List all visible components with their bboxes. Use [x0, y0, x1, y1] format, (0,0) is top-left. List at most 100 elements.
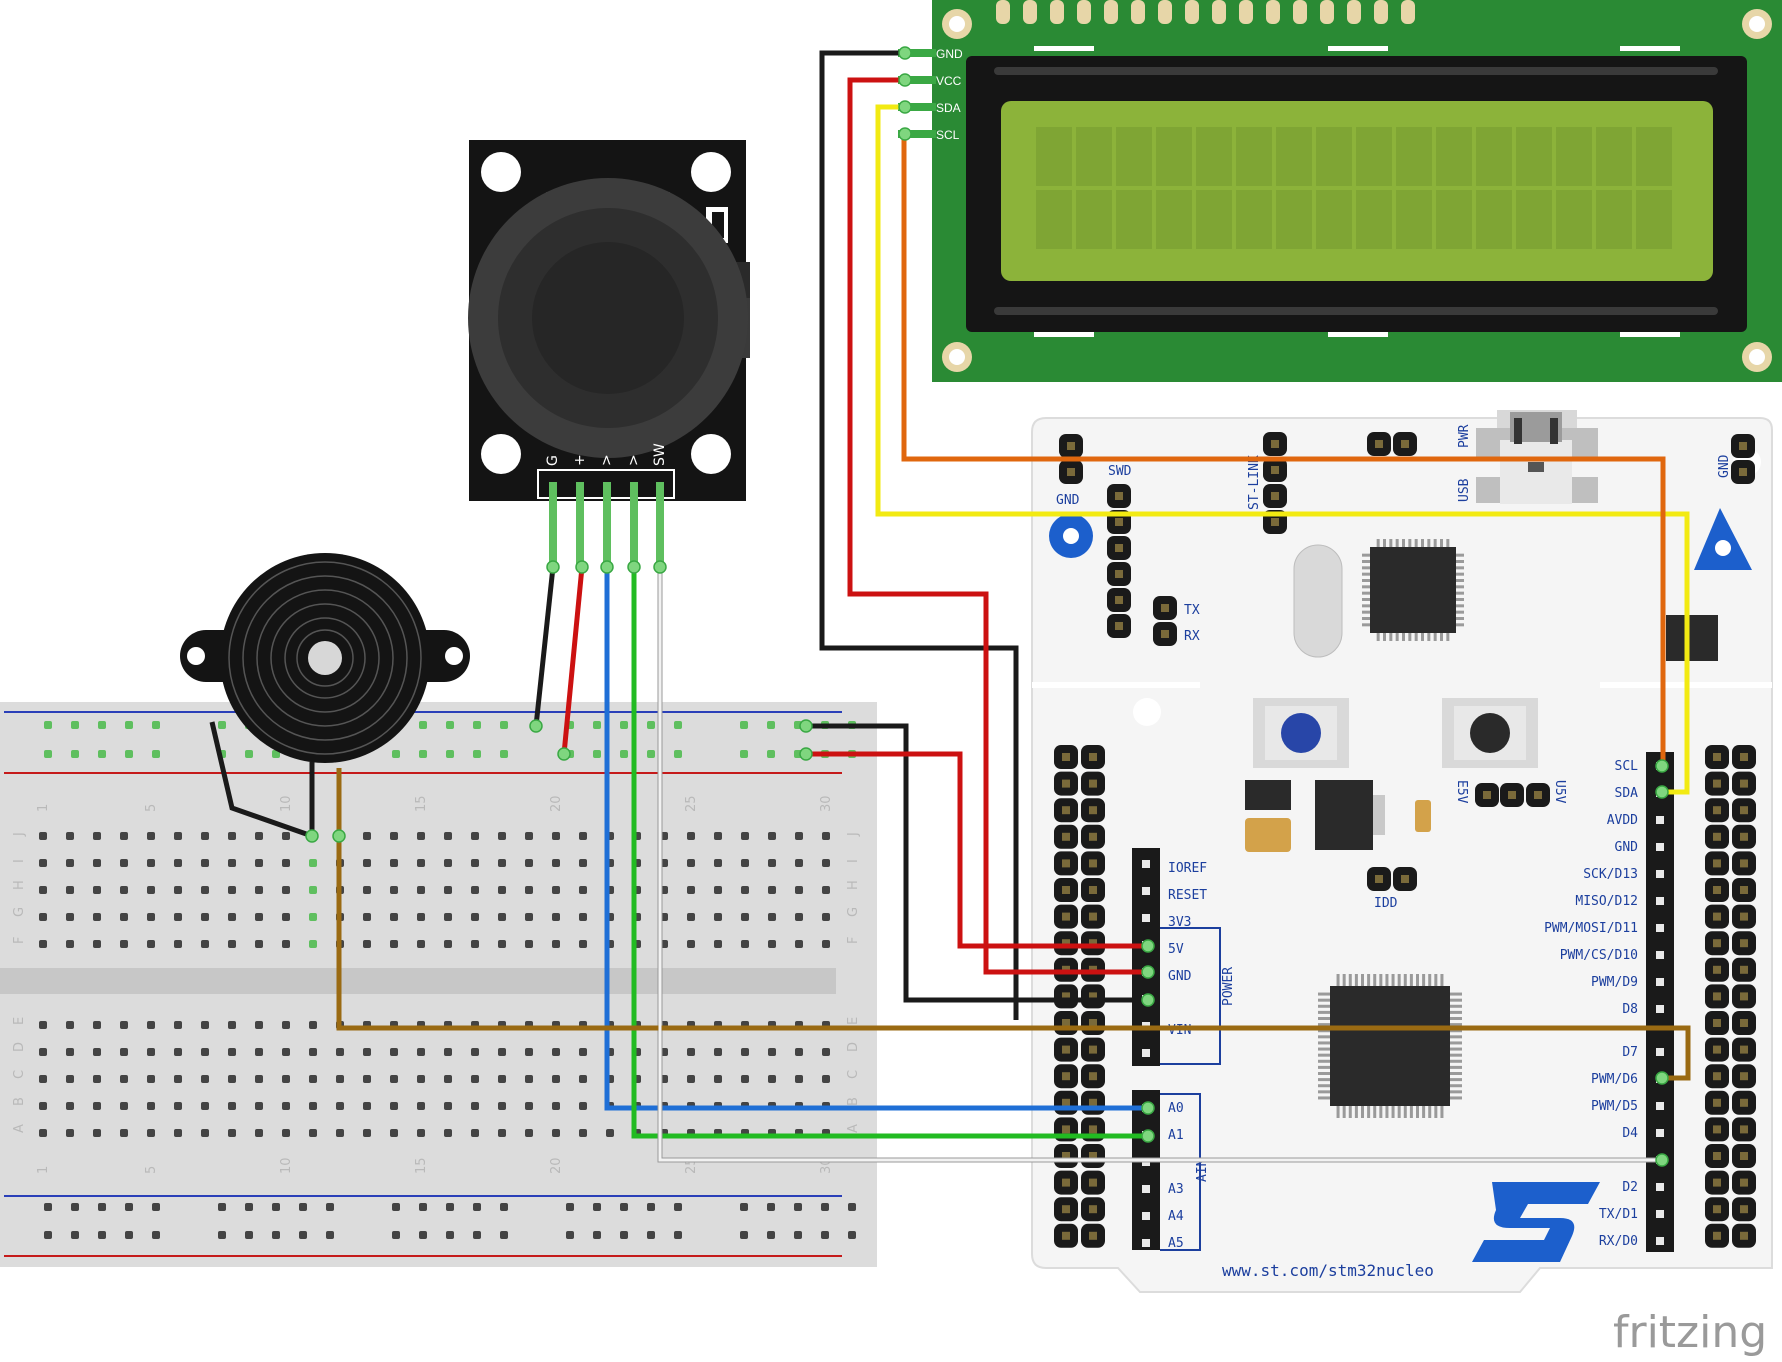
mbed-logo: [1049, 514, 1093, 558]
wire-joy-gnd: [533, 566, 556, 727]
breadboard-hole: [201, 886, 209, 894]
lcd-cell: [1076, 127, 1112, 186]
breadboard-hole: [201, 832, 209, 840]
breadboard-hole: [39, 886, 47, 894]
breadboard-hole: [687, 1075, 695, 1083]
breadboard-hole: [647, 721, 655, 729]
breadboard-hole: [471, 886, 479, 894]
mcu-chip: [1318, 974, 1462, 1118]
fritzing-brand: fritzing: [1613, 1307, 1767, 1358]
breadboard-hole: [471, 1102, 479, 1110]
breadboard-hole: [120, 1048, 128, 1056]
power-group-label: POWER: [1221, 967, 1236, 1006]
breadboard-hole: [272, 1231, 280, 1239]
breadboard-hole: [647, 750, 655, 758]
wires: [209, 50, 1691, 1163]
breadboard-hole: [498, 913, 506, 921]
row-letter: A: [846, 1124, 861, 1133]
digital-pin-label: SCL: [1615, 759, 1639, 774]
breadboard-hole: [822, 859, 830, 867]
analog-pin-label: A1: [1168, 1128, 1184, 1143]
wire-rail-vcc: [806, 751, 1148, 949]
diode: [1245, 780, 1291, 810]
wire-joy-sw-core: [658, 567, 1662, 1162]
breadboard-hole: [498, 1102, 506, 1110]
row-letter: F: [12, 937, 27, 944]
row-letter: J: [12, 832, 27, 837]
breadboard-hole: [471, 859, 479, 867]
lcd-pin: [898, 76, 936, 84]
small-ic: [1666, 615, 1718, 661]
breadboard-hole: [363, 859, 371, 867]
breadboard-hole: [390, 859, 398, 867]
breadboard-hole: [98, 750, 106, 758]
breadboard-hole: [795, 832, 803, 840]
breadboard-hole: [525, 1075, 533, 1083]
breadboard-hole: [98, 1203, 106, 1211]
breadboard-hole: [741, 886, 749, 894]
breadboard-hole: [419, 721, 427, 729]
digital-pin-label: SDA: [1615, 786, 1639, 801]
breadboard-hole: [390, 1129, 398, 1137]
row-letter: D: [12, 1042, 27, 1052]
breadboard-hole: [125, 1203, 133, 1211]
breadboard-hole: [687, 913, 695, 921]
breadboard-hole: [579, 859, 587, 867]
breadboard-hole: [255, 886, 263, 894]
breadboard-hole: [218, 1203, 226, 1211]
label-rx: RX: [1184, 629, 1200, 644]
breadboard-hole: [39, 832, 47, 840]
joystick-pin-label: >: [599, 454, 615, 466]
breadboard-hole: [147, 1021, 155, 1029]
breadboard-hole: [93, 1075, 101, 1083]
breadboard-hole: [473, 750, 481, 758]
breadboard-hole: [147, 1048, 155, 1056]
lcd-top-pad: [1401, 0, 1415, 24]
breadboard-hole: [228, 913, 236, 921]
joystick-pin: [656, 482, 664, 568]
digital-pin-label: TX/D1: [1599, 1207, 1638, 1222]
breadboard-hole: [444, 1102, 452, 1110]
lcd-cell: [1316, 127, 1352, 186]
breadboard-hole: [741, 1075, 749, 1083]
analog-group-label: AIN: [1195, 1159, 1210, 1182]
breadboard-hole: [579, 1129, 587, 1137]
lcd-pin: [898, 49, 936, 57]
header-pin: [1656, 1048, 1664, 1056]
breadboard-hole: [93, 1021, 101, 1029]
breadboard-hole: [71, 750, 79, 758]
breadboard-hole: [201, 859, 209, 867]
breadboard-hole: [674, 750, 682, 758]
row-letter: A: [12, 1124, 27, 1133]
wire-end: [1655, 759, 1669, 773]
breadboard-hole: [740, 1231, 748, 1239]
wire-end: [627, 560, 641, 574]
digital-pin-label: D4: [1622, 1126, 1638, 1141]
wire-end: [799, 747, 813, 761]
breadboard-hole: [147, 886, 155, 894]
digital-pin-label: D8: [1622, 1002, 1638, 1017]
breadboard-hole: [473, 1203, 481, 1211]
joystick-knob[interactable]: [532, 242, 684, 394]
header-pin: [1656, 951, 1664, 959]
col-number-bottom: 20: [549, 1157, 564, 1174]
header-pin: [1142, 1239, 1150, 1247]
label-stlink: ST-LINK: [1247, 455, 1262, 510]
reset-button[interactable]: [1442, 698, 1538, 768]
breadboard-hole: [120, 1021, 128, 1029]
lcd-cell: [1036, 190, 1072, 249]
breadboard-hole: [152, 1203, 160, 1211]
breadboard-hole: [821, 1231, 829, 1239]
wire-endpoints: [305, 46, 1669, 1167]
joystick-pin: [576, 482, 584, 568]
lcd-cell: [1596, 190, 1632, 249]
wire-buzzer-neg: [209, 721, 313, 839]
breadboard-hole: [579, 940, 587, 948]
breadboard-hole: [687, 832, 695, 840]
breadboard-hole: [174, 886, 182, 894]
col-number-bottom: 5: [144, 1166, 159, 1174]
breadboard-hole: [66, 886, 74, 894]
user-button[interactable]: [1253, 698, 1349, 768]
breadboard-hole: [93, 859, 101, 867]
st-logo: [1472, 1182, 1600, 1262]
